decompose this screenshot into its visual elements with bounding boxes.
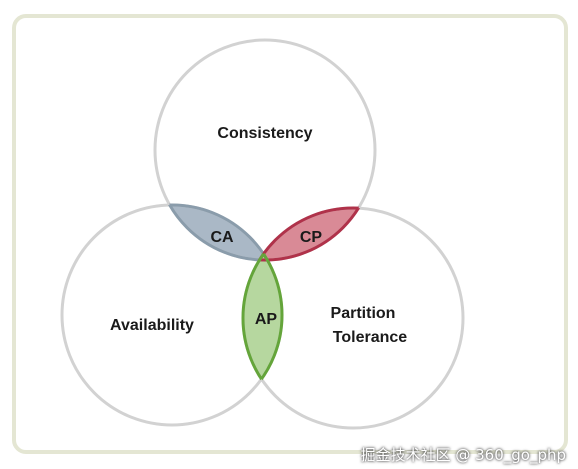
cp-label: CP [300,229,323,246]
partition-label-line1: Partition [331,305,396,322]
cp-border [241,206,375,260]
watermark: 掘金技术社区 @ 360_go_php [360,446,566,464]
ap-border [241,206,282,425]
ca-border [155,203,284,260]
consistency-label: Consistency [217,125,312,142]
partition-label-line2: Tolerance [333,329,408,346]
availability-label: Availability [110,317,194,334]
ap-label: AP [255,311,278,328]
ca-label: CA [210,229,234,246]
ap-border-b [243,208,284,427]
cp-border-b [243,208,377,262]
